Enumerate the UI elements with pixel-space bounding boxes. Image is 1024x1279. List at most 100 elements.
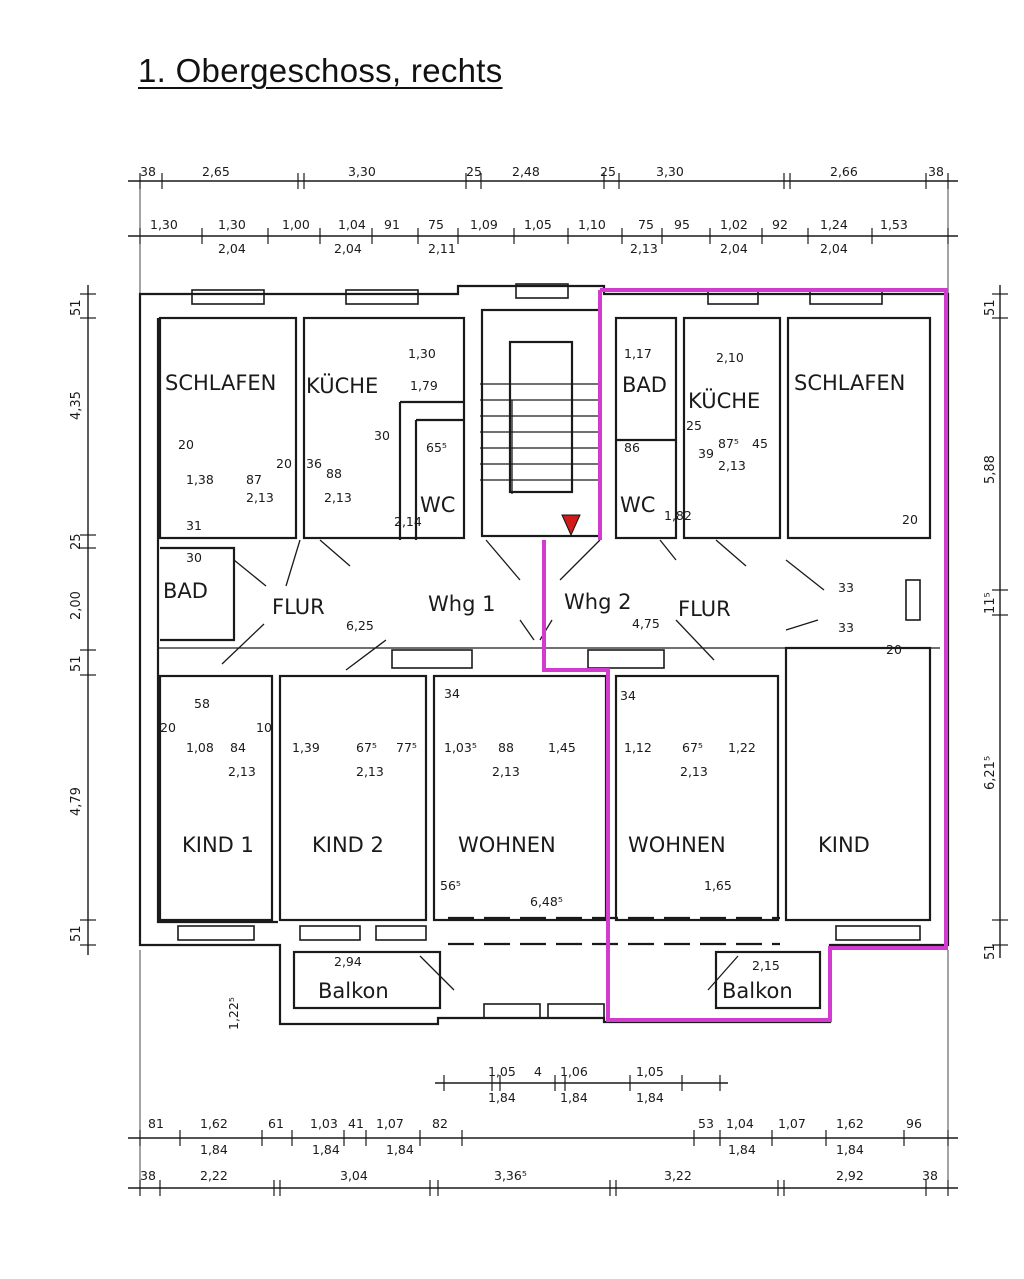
- dim-left-1: 4,35: [69, 391, 84, 420]
- dim-top2-3: 1,04: [338, 217, 366, 232]
- dim-bot3-4: 3,22: [664, 1168, 692, 1183]
- dim-left-0: 51: [69, 299, 84, 316]
- dim-bot2-2: 61: [268, 1116, 284, 1131]
- dim-a16: 6,25: [346, 618, 374, 633]
- dim-top2-11: 1,02: [720, 217, 748, 232]
- dim-right-1: 5,88: [983, 455, 998, 484]
- dim-top2-10: 95: [674, 217, 690, 232]
- room-kind1: KIND 1: [182, 833, 254, 857]
- dim-a55: 2,15: [752, 958, 780, 973]
- dim-a15: 30: [186, 550, 202, 565]
- room-balkon-right: Balkon: [722, 979, 793, 1003]
- room-flur-left: FLUR: [272, 595, 325, 619]
- room-bad-left: BAD: [163, 579, 208, 603]
- dim-top2-sub-1: 2,04: [334, 241, 362, 256]
- dim-right-2: 11⁵: [983, 592, 998, 614]
- dim-right-0: 51: [983, 299, 998, 316]
- dim-right-4: 51: [983, 943, 998, 960]
- dim-bot1-2: 1,06: [560, 1064, 588, 1079]
- dim-a56: 1,22⁵: [226, 997, 241, 1030]
- room-flur-right: FLUR: [678, 597, 731, 621]
- room-kind: KIND: [818, 833, 870, 857]
- room-whg1: Whg 1: [428, 592, 495, 616]
- dim-a51: 56⁵: [440, 878, 461, 893]
- page-title: 1. Obergeschoss, rechts: [138, 52, 503, 89]
- dim-a10: 2,13: [324, 490, 352, 505]
- dim-top2-0: 1,30: [150, 217, 178, 232]
- dim-a48: 67⁵: [682, 740, 703, 755]
- dim-a33: 10: [256, 720, 272, 735]
- dim-top1-1: 2,65: [202, 164, 230, 179]
- room-wc-left: WC: [420, 493, 455, 517]
- dim-a50: 2,13: [680, 764, 708, 779]
- dim-a12: 65⁵: [426, 440, 447, 455]
- dim-a18: 1,17: [624, 346, 652, 361]
- dim-top1-2: 3,30: [348, 164, 376, 179]
- room-wohnen-right: WOHNEN: [628, 833, 726, 857]
- dim-bot2-5: 1,07: [376, 1116, 404, 1131]
- dim-a42: 2,13: [356, 764, 384, 779]
- dim-a1: 1,30: [408, 346, 436, 361]
- dim-top2-2: 1,00: [282, 217, 310, 232]
- dim-a7: 20: [276, 456, 292, 471]
- dim-bot2-4: 41: [348, 1116, 364, 1131]
- dim-top2-sub-2: 2,11: [428, 241, 456, 256]
- dim-left-5: 4,79: [69, 787, 84, 816]
- dim-top1-6: 3,30: [656, 164, 684, 179]
- dim-bot2-7: 53: [698, 1116, 714, 1131]
- dim-top2-6: 1,09: [470, 217, 498, 232]
- dim-bot1-sub-2: 1,84: [636, 1090, 664, 1105]
- room-kind2: KIND 2: [312, 833, 384, 857]
- dim-bot2-sub-4: 1,84: [836, 1142, 864, 1157]
- dim-a40: 67⁵: [356, 740, 377, 755]
- dim-right-3: 6,21⁵: [983, 756, 998, 790]
- dim-bot2-sub-3: 1,84: [728, 1142, 756, 1157]
- dim-a4: 1,38: [186, 472, 214, 487]
- dim-bot2-3: 1,03: [310, 1116, 338, 1131]
- dim-top2-5: 75: [428, 217, 444, 232]
- dim-bot2-0: 81: [148, 1116, 164, 1131]
- dim-a35: 34: [620, 688, 636, 703]
- dim-a6: 2,13: [246, 490, 274, 505]
- dim-a30: 20: [886, 642, 902, 657]
- room-kueche-left: KÜCHE: [306, 373, 378, 398]
- room-wohnen-left: WOHNEN: [458, 833, 556, 857]
- dim-a22: 39: [698, 446, 714, 461]
- dim-a13: 2,14: [394, 514, 422, 529]
- dim-bot3-5: 2,92: [836, 1168, 864, 1183]
- dim-a43: 1,03⁵: [444, 740, 477, 755]
- entrance-marker-icon: [561, 514, 581, 537]
- dim-bot1-0: 1,05: [488, 1064, 516, 1079]
- dim-top2-7: 1,05: [524, 217, 552, 232]
- dim-bot2-1: 1,62: [200, 1116, 228, 1131]
- dim-a54: 2,94: [334, 954, 362, 969]
- dim-a38: 2,13: [228, 764, 256, 779]
- dim-a17: 4,75: [632, 616, 660, 631]
- dim-left-6: 51: [69, 925, 84, 942]
- dim-a20: 25: [686, 418, 702, 433]
- room-bad-right: BAD: [622, 373, 667, 397]
- dim-a28: 33: [838, 580, 854, 595]
- dim-a49: 1,22: [728, 740, 756, 755]
- dim-bot2-11: 96: [906, 1116, 922, 1131]
- dim-left-3: 2,00: [69, 591, 84, 620]
- dim-a53: 1,65: [704, 878, 732, 893]
- dim-top1-3: 25: [466, 164, 482, 179]
- dim-a32: 20: [160, 720, 176, 735]
- dim-bot2-8: 1,04: [726, 1116, 754, 1131]
- room-kueche-right: KÜCHE: [688, 388, 760, 413]
- dim-top1-4: 2,48: [512, 164, 540, 179]
- dim-bot2-sub-1: 1,84: [312, 1142, 340, 1157]
- dim-bot2-sub-2: 1,84: [386, 1142, 414, 1157]
- dim-top2-8: 1,10: [578, 217, 606, 232]
- room-schlafen-right: SCHLAFEN: [794, 371, 905, 395]
- dim-a25: 2,13: [718, 458, 746, 473]
- dim-top2-4: 91: [384, 217, 400, 232]
- dim-a24: 45: [752, 436, 768, 451]
- dim-top1-5: 25: [600, 164, 616, 179]
- dim-a19: 2,10: [716, 350, 744, 365]
- dim-a31: 58: [194, 696, 210, 711]
